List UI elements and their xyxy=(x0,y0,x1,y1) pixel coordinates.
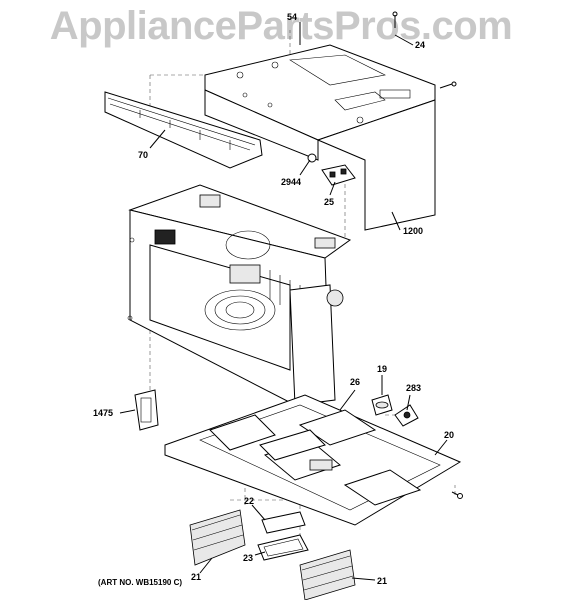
callout-23: 23 xyxy=(243,553,254,563)
callout-283: 283 xyxy=(406,383,422,393)
oven-cavity xyxy=(127,184,352,406)
callout-25: 25 xyxy=(324,197,335,207)
callout-22: 22 xyxy=(244,496,255,506)
bottom-plate xyxy=(164,394,462,526)
small-parts xyxy=(307,153,356,186)
callout-19: 19 xyxy=(377,364,388,374)
outer-case xyxy=(204,44,436,231)
callout-21-left: 21 xyxy=(191,572,202,582)
latch-bracket xyxy=(134,389,159,431)
leader-lines xyxy=(119,22,448,581)
callout-24: 24 xyxy=(415,40,426,50)
callout-20: 20 xyxy=(444,430,455,440)
art-number: (ART NO. WB15190 C) xyxy=(98,578,183,587)
callout-1200: 1200 xyxy=(403,226,424,236)
grease-filters xyxy=(189,509,356,600)
callout-2944: 2944 xyxy=(281,177,302,187)
callout-70: 70 xyxy=(138,150,149,160)
lamp-socket-parts xyxy=(371,394,419,427)
vent-grille xyxy=(104,91,263,169)
screws xyxy=(392,11,463,499)
callout-21-right: 21 xyxy=(377,576,388,586)
callout-1475: 1475 xyxy=(93,408,114,418)
callout-26: 26 xyxy=(350,377,361,387)
callout-54: 54 xyxy=(287,12,298,22)
